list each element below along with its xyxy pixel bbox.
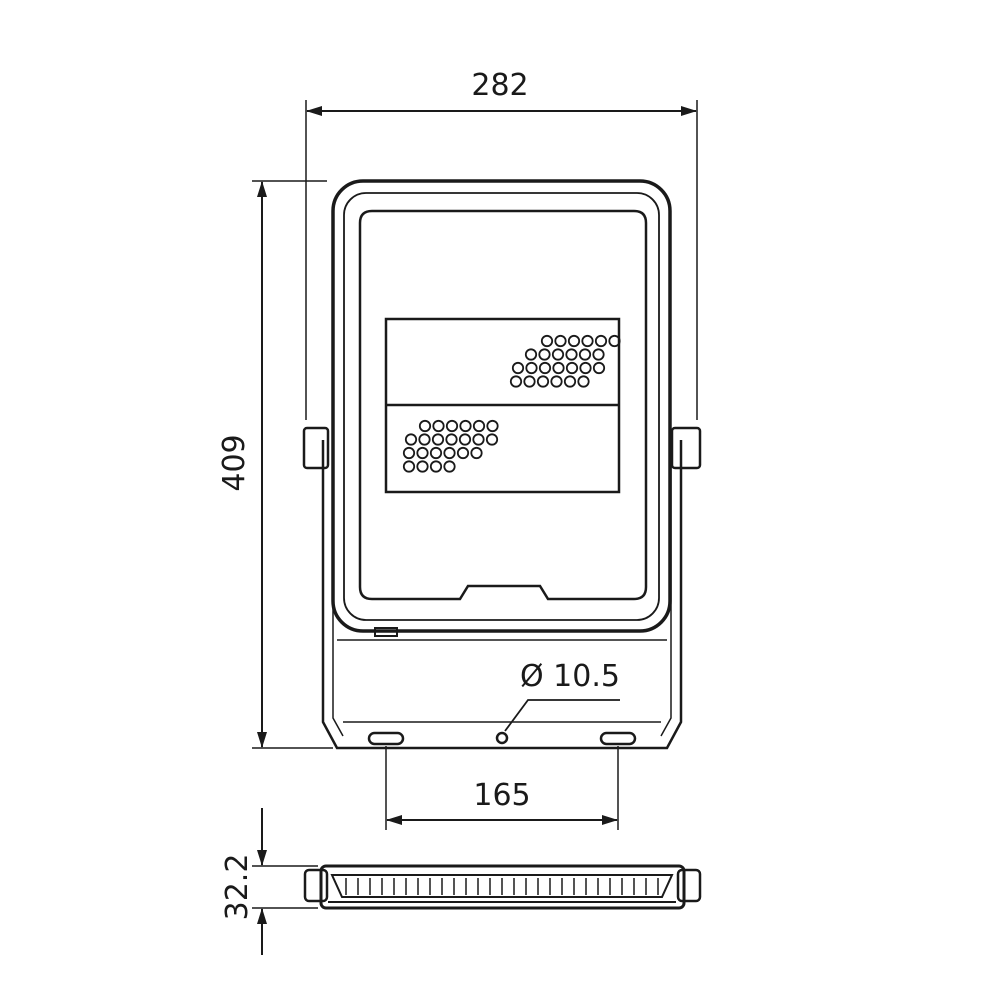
led-dot	[443, 446, 456, 460]
led-dot	[551, 348, 565, 361]
led-dot	[538, 361, 552, 375]
led-dot	[554, 334, 567, 348]
depth-dimension: 32.2	[220, 808, 318, 955]
led-dot	[565, 348, 578, 361]
led-array-upper	[509, 334, 621, 388]
led-dot	[523, 375, 536, 388]
led-dot	[404, 433, 418, 446]
led-dot	[592, 348, 605, 361]
housing-outer	[331, 179, 672, 633]
led-dot	[416, 446, 429, 460]
front-view	[302, 179, 702, 750]
led-dot	[456, 446, 470, 460]
height-dimension: 409	[217, 180, 333, 749]
led-dot	[509, 375, 523, 388]
bracket-inner-edge	[332, 440, 672, 737]
led-dot	[402, 446, 416, 460]
width-dimension: 282	[305, 68, 698, 420]
led-dot	[592, 361, 606, 375]
led-dot	[418, 419, 432, 433]
led-dot	[445, 433, 458, 446]
cable-gland	[374, 627, 398, 637]
led-dot	[540, 334, 554, 348]
led-dot	[459, 419, 472, 433]
led-dot	[470, 446, 483, 460]
depth-label: 32.2	[220, 854, 255, 921]
led-dot	[445, 419, 459, 433]
side-heatsink-outline	[330, 874, 674, 898]
left-slot-hole	[367, 731, 405, 746]
right-mount-lug	[670, 426, 702, 470]
led-dot	[511, 361, 525, 375]
housing-inner	[343, 192, 660, 621]
right-slot-hole	[599, 731, 637, 746]
led-dot	[563, 375, 577, 388]
led-dot	[578, 348, 592, 361]
hole-diameter-callout: Ø 10.5	[504, 659, 620, 732]
led-dot	[536, 375, 550, 388]
led-dot	[552, 361, 565, 375]
led-dot	[567, 334, 581, 348]
led-dot	[472, 419, 486, 433]
led-dot	[432, 419, 445, 433]
led-dot	[581, 334, 594, 348]
heatsink-fins	[345, 878, 659, 895]
led-dot	[402, 460, 416, 473]
center-hole	[495, 731, 509, 745]
side-body	[319, 864, 686, 910]
height-label: 409	[217, 434, 252, 491]
mount-spacing-label: 165	[473, 778, 530, 813]
led-dot	[472, 433, 485, 446]
width-label: 282	[471, 68, 528, 103]
led-dot	[594, 334, 608, 348]
led-array-lower	[402, 419, 499, 473]
led-dot	[458, 433, 472, 446]
led-dot	[443, 460, 456, 473]
led-dot	[577, 375, 590, 388]
led-dot	[565, 361, 579, 375]
led-dot	[550, 375, 563, 388]
led-dot	[429, 446, 443, 460]
led-dot	[524, 348, 538, 361]
hole-diameter-label: Ø 10.5	[520, 659, 620, 694]
side-right-lug	[676, 868, 702, 903]
led-dot	[416, 460, 429, 473]
led-dot	[525, 361, 538, 375]
hole-leader-line	[504, 699, 620, 732]
led-dot	[486, 419, 499, 433]
led-dot	[429, 460, 443, 473]
mounting-bracket	[321, 440, 683, 750]
led-dot	[579, 361, 592, 375]
led-dot	[608, 334, 621, 348]
side-view	[303, 864, 702, 910]
mount-spacing-dimension: 165	[385, 746, 619, 830]
led-dot	[418, 433, 431, 446]
left-mount-lug	[302, 426, 330, 470]
led-dot	[485, 433, 499, 446]
led-dot	[431, 433, 445, 446]
side-left-lug	[303, 868, 329, 903]
led-dot	[538, 348, 551, 361]
front-glass	[358, 209, 648, 601]
